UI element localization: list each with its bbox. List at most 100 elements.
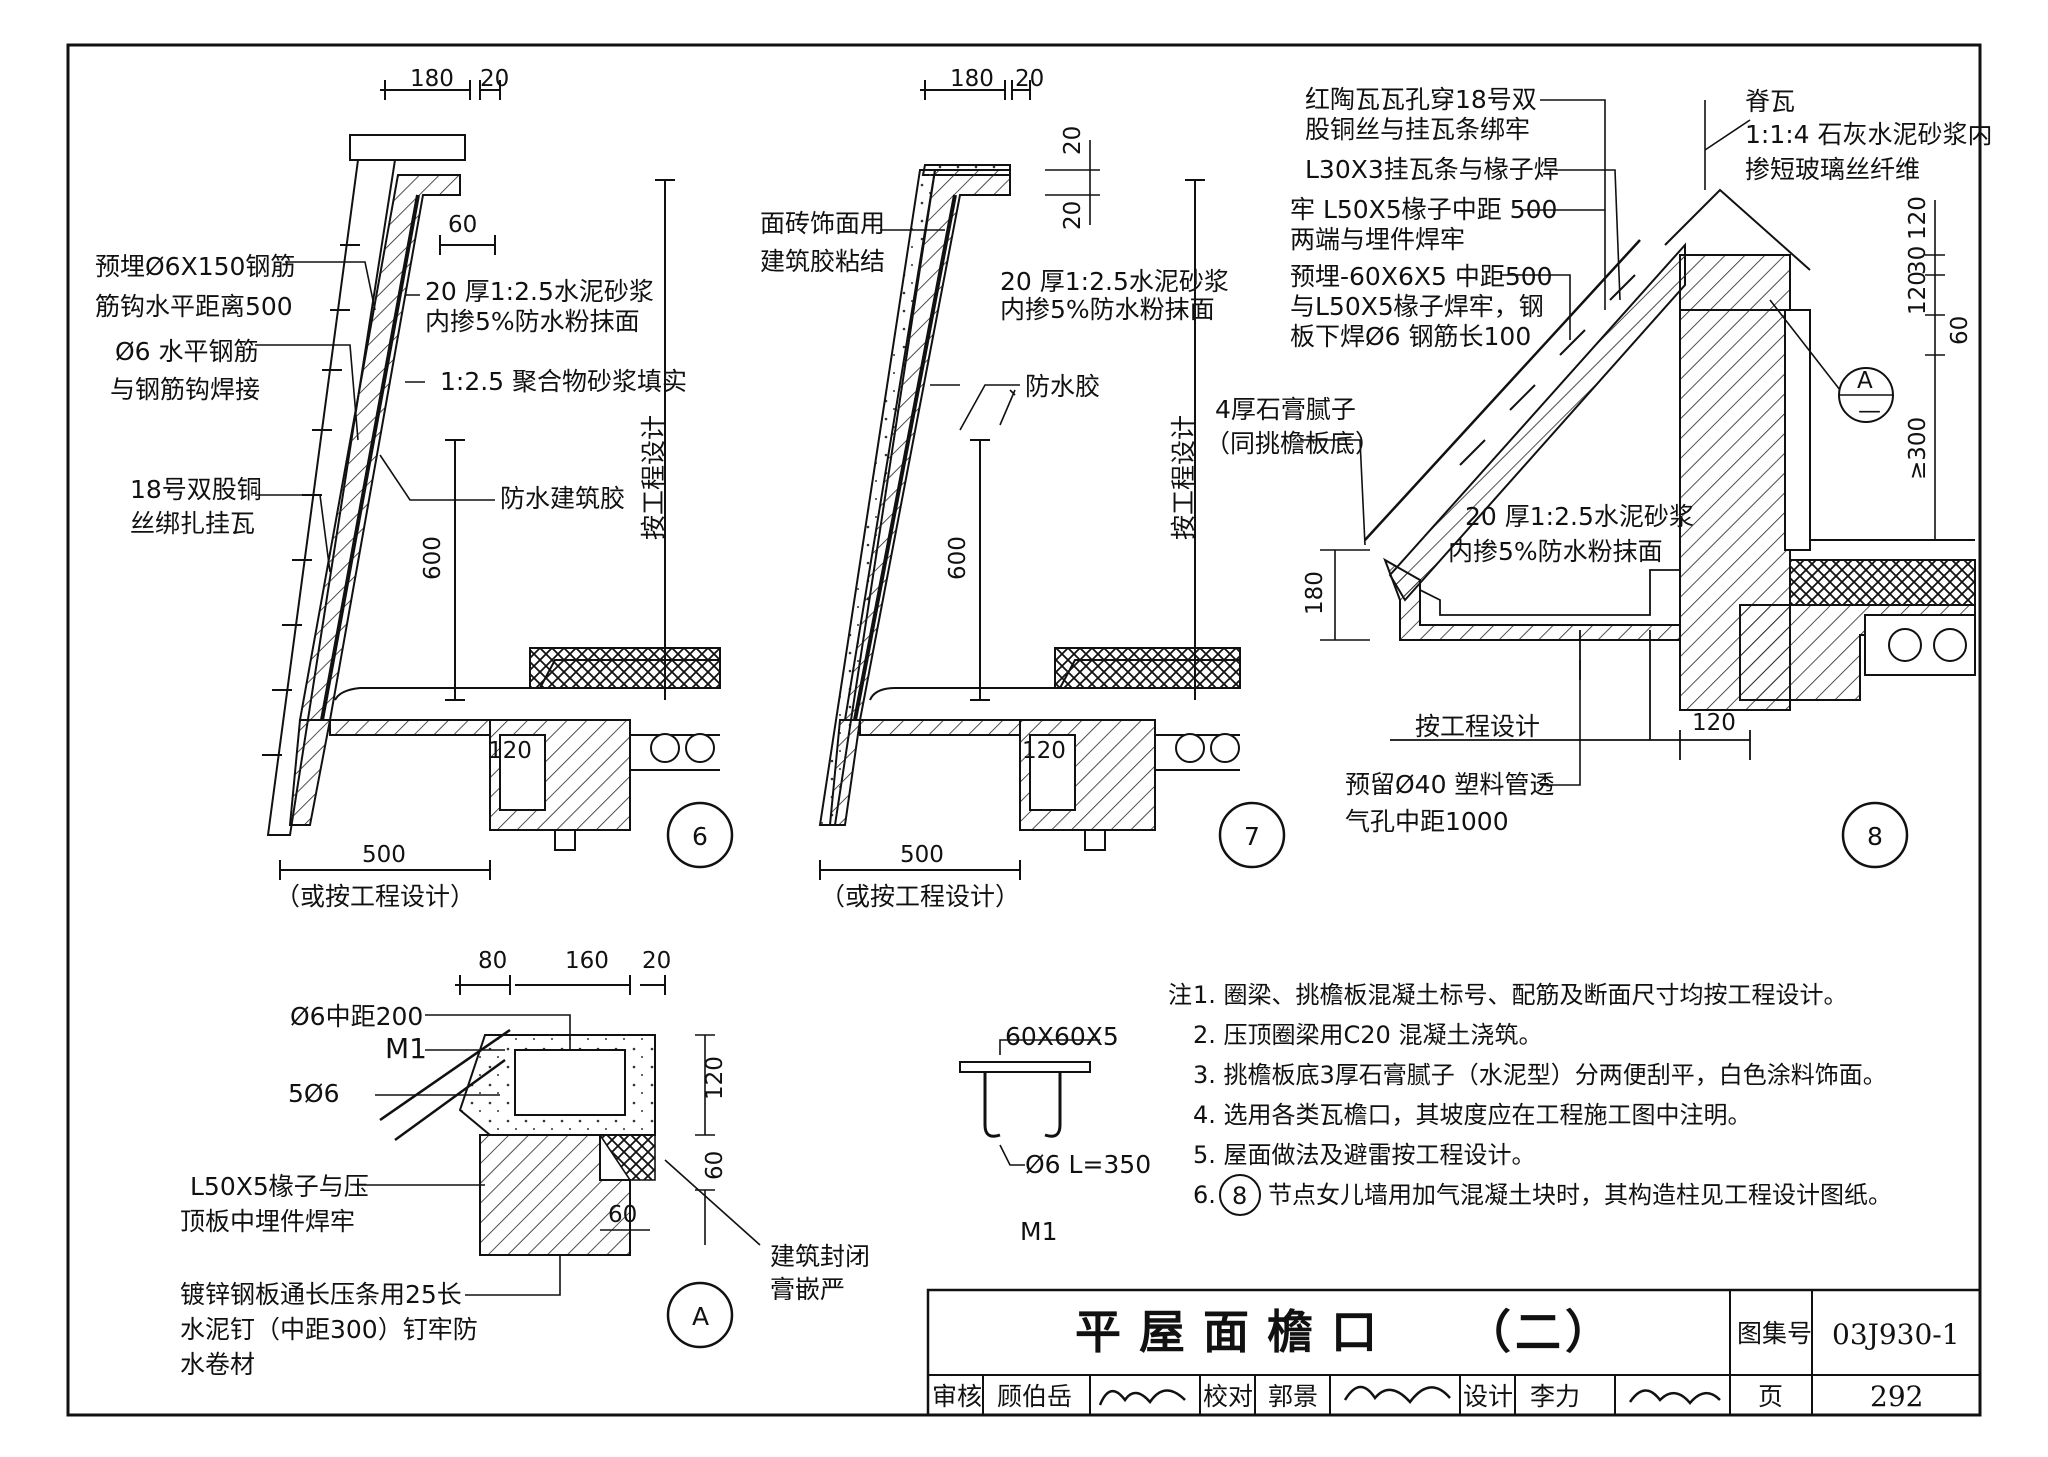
m1-title: M1 [1020, 1217, 1057, 1246]
dA-dim-160: 160 [565, 948, 609, 974]
tb-title: 平屋面檐口 [1075, 1305, 1395, 1359]
d8-label-2: L30X3挂瓦条与椽子焊 [1305, 155, 1559, 184]
notes-prefix: 注 [1168, 981, 1192, 1009]
tb-designer-signature [1628, 1389, 1721, 1405]
d8-section-top: A [1857, 368, 1873, 394]
tb-page-label: 页 [1758, 1382, 1783, 1411]
d8-dim-60: 60 [1947, 316, 1973, 345]
d8-label-1b: 股铜丝与挂瓦条绑牢 [1305, 115, 1530, 144]
note-6-ref: 8 [1232, 1182, 1247, 1210]
dA-dim-80: 80 [478, 948, 507, 974]
d7-dim-180: 180 [950, 66, 994, 92]
d8-label-1a: 红陶瓦瓦孔穿18号双 [1305, 85, 1537, 114]
d6-dim-600: 600 [420, 536, 446, 580]
d7-dim-120: 120 [1022, 738, 1066, 764]
detail-7: 180 20 20 20 600 120 500 （或按工程设计） 按工程设计 … [760, 66, 1286, 911]
d7-label-1a: 面砖饰面用 [760, 209, 885, 238]
d6-dim-500: 500 [362, 842, 406, 868]
d6-label-5: 1:2.5 聚合物砂浆填实 [440, 367, 687, 396]
d7-dim-600: 600 [945, 536, 971, 580]
note-2: 2. 压顶圈梁用C20 混凝土浇筑。 [1193, 1021, 1542, 1049]
dA-dim-60: 60 [702, 1151, 728, 1180]
d8-label-4b: 与L50X5椽子焊牢，钢 [1290, 292, 1544, 321]
d8-label-4a: 预埋-60X6X5 中距500 [1290, 262, 1553, 291]
note-3: 3. 挑檐板底3厚石膏腻子（水泥型）分两便刮平，白色涂料饰面。 [1193, 1061, 1887, 1089]
d7-by-design: 按工程设计 [1169, 415, 1198, 540]
dA-label-5c: 水卷材 [180, 1350, 255, 1379]
d7-label-2b: 内掺5%防水粉抹面 [1000, 295, 1215, 324]
dA-dim-60b: 60 [608, 1202, 637, 1228]
d7-number: 7 [1244, 822, 1260, 851]
dA-dim-20: 20 [642, 948, 671, 974]
d8-label-3b: 两端与埋件焊牢 [1290, 225, 1465, 254]
d8-dim-300: ≥300 [1905, 417, 1931, 480]
tb-checker: 郭景 [1268, 1382, 1318, 1411]
detail-8: A — 红陶瓦瓦孔穿18号双 股铜丝与挂瓦条绑牢 L30X3挂瓦条与椽子焊 牢 … [1205, 85, 1993, 869]
d8-label-4c: 板下焊Ø6 钢筋长100 [1290, 322, 1531, 351]
d6-label-1a: 预埋Ø6X150钢筋 [95, 252, 295, 281]
tb-designer: 李力 [1530, 1382, 1580, 1411]
d6-label-1b: 筋钩水平距离500 [95, 292, 293, 321]
detail-M1: 60X60X5 Ø6 L=350 M1 [959, 1022, 1151, 1246]
d6-label-4a: 20 厚1:2.5水泥砂浆 [425, 277, 654, 306]
d8-label-10a: 预留Ø40 塑料管透 [1345, 770, 1554, 799]
note-6-pre: 6. [1193, 1181, 1216, 1209]
d6-label-3a: 18号双股铜 [130, 475, 262, 504]
d6-label-6: 防水建筑胶 [500, 484, 625, 513]
d8-label-7: 脊瓦 [1745, 87, 1795, 116]
note-5: 5. 屋面做法及避雷按工程设计。 [1193, 1141, 1536, 1169]
d6-label-4b: 内掺5%防水粉抹面 [425, 307, 640, 336]
note-6-post: 节点女儿墙用加气混凝土块时，其构造柱见工程设计图纸。 [1268, 1181, 1892, 1209]
d6-dim-500-note: （或按工程设计） [275, 882, 475, 911]
detail-6: 180 20 60 600 120 500 （或按工程设计） 按工程设计 预埋Ø… [95, 66, 734, 911]
d7-dim-20b: 20 [1060, 201, 1086, 230]
dA-label-6b: 膏嵌严 [770, 1275, 845, 1304]
d8-dim-120b: 120 [1905, 271, 1931, 315]
d6-label-2b: 与钢筋钩焊接 [110, 375, 260, 404]
dA-label-4a: L50X5椽子与压 [190, 1172, 369, 1201]
d7-label-2a: 20 厚1:2.5水泥砂浆 [1000, 267, 1229, 296]
d6-dim-20: 20 [480, 66, 509, 92]
d8-label-8b: 掺短玻璃丝纤维 [1745, 155, 1920, 184]
d6-number: 6 [692, 822, 708, 851]
d8-label-5a: 4厚石膏腻子 [1215, 395, 1356, 424]
d8-dim-120a: 120 [1905, 196, 1931, 240]
d8-label-6a: 20 厚1:2.5水泥砂浆 [1465, 502, 1694, 531]
tb-checker-signature [1343, 1385, 1451, 1404]
note-4: 4. 选用各类瓦檐口，其坡度应在工程施工图中注明。 [1193, 1101, 1752, 1129]
dA-label-1: Ø6中距200 [290, 1002, 423, 1031]
d8-label-10b: 气孔中距1000 [1345, 807, 1509, 836]
d7-dim-20: 20 [1015, 66, 1044, 92]
d6-dim-60: 60 [448, 212, 477, 238]
d7-dim-500: 500 [900, 842, 944, 868]
title-block: 平屋面檐口 （二） 图集号 03J930-1 审核 顾伯岳 校对 郭景 设计 李… [926, 1288, 1982, 1417]
tb-atlas-no: 03J930-1 [1832, 1318, 1960, 1351]
d8-dim-120c: 120 [1692, 710, 1736, 736]
detail-A: 80 160 20 120 60 60 Ø6中距200 M1 5Ø6 L50X5… [180, 948, 870, 1379]
d6-label-2a: Ø6 水平钢筋 [115, 337, 259, 366]
dA-label-4b: 顶板中埋件焊牢 [180, 1207, 355, 1236]
d7-dim-20a: 20 [1060, 126, 1086, 155]
dA-dim-120: 120 [702, 1056, 728, 1100]
note-1: 1. 圈梁、挑檐板混凝土标号、配筋及断面尺寸均按工程设计。 [1193, 981, 1848, 1009]
tb-design-label: 设计 [1463, 1382, 1513, 1411]
d8-label-3a: 牢 L50X5椽子中距 500 [1290, 195, 1557, 224]
d8-dim-180: 180 [1302, 571, 1328, 615]
d7-label-1b: 建筑胶粘结 [760, 247, 885, 276]
dA-label-6a: 建筑封闭 [770, 1242, 870, 1271]
d6-label-3b: 丝绑扎挂瓦 [130, 509, 255, 538]
dA-label-2: M1 [385, 1032, 427, 1065]
d8-by-design: 按工程设计 [1415, 712, 1540, 741]
m1-plate: 60X60X5 [1005, 1022, 1119, 1051]
tb-page-no: 292 [1870, 1380, 1923, 1413]
notes: 注 1. 圈梁、挑檐板混凝土标号、配筋及断面尺寸均按工程设计。 2. 压顶圈梁用… [1168, 981, 1892, 1216]
d8-dim-30: 30 [1905, 246, 1931, 275]
d8-section-bottom: — [1858, 398, 1881, 424]
d7-dim-500-note: （或按工程设计） [820, 882, 1020, 911]
tb-check-label: 校对 [1203, 1382, 1253, 1411]
dA-label-5b: 水泥钉（中距300）钉牢防 [180, 1315, 478, 1344]
tb-reviewer: 顾伯岳 [997, 1382, 1072, 1411]
d7-label-3: 防水胶 [1025, 372, 1100, 401]
tb-atlas-label: 图集号 [1737, 1319, 1812, 1348]
